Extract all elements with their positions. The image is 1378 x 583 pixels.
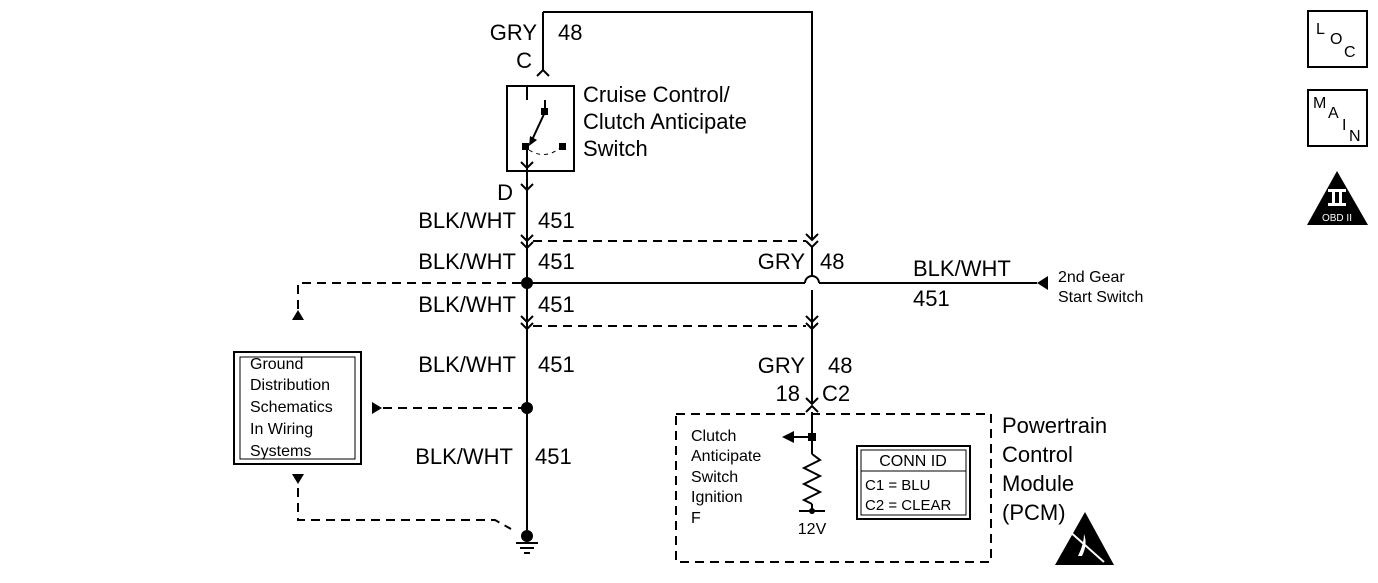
ground-icon bbox=[516, 536, 538, 554]
second-gear-switch-label: Start Switch bbox=[1058, 289, 1143, 306]
loc-icon[interactable]: L O C bbox=[1307, 10, 1368, 68]
svg-text:O: O bbox=[1330, 31, 1342, 48]
svg-text:I: I bbox=[1342, 117, 1346, 134]
ground-distribution-label: In Wiring bbox=[250, 421, 313, 438]
switch-label: Cruise Control/ bbox=[583, 82, 731, 107]
main-icon[interactable]: M A I N bbox=[1307, 89, 1368, 147]
circuit-number-label: 451 bbox=[538, 208, 575, 233]
circuit-number-label: 451 bbox=[535, 444, 572, 469]
pcm-input-label: F bbox=[691, 510, 701, 527]
pcm-input-label: Switch bbox=[691, 469, 738, 486]
circuit-number-label: 451 bbox=[913, 286, 950, 311]
pcm-boundary bbox=[675, 413, 992, 563]
obd-ii-icon[interactable]: OBD II bbox=[1307, 171, 1368, 225]
connector-pin-label: C bbox=[516, 48, 532, 73]
wire-color-label: BLK/WHT bbox=[913, 256, 1011, 281]
conn-id-header: CONN ID bbox=[879, 453, 947, 470]
circuit-number-label: 48 bbox=[820, 249, 844, 274]
ground-distribution-label: Distribution bbox=[250, 377, 330, 394]
svg-text:A: A bbox=[1328, 105, 1339, 122]
second-gear-switch-label: 2nd Gear bbox=[1058, 269, 1125, 286]
svg-text:C: C bbox=[1344, 44, 1356, 61]
circuit-number-label: 451 bbox=[538, 292, 575, 317]
ground-distribution-reference[interactable] bbox=[233, 351, 362, 465]
ground-distribution-label: Ground bbox=[250, 356, 303, 373]
pcm-label: Control bbox=[1002, 442, 1073, 467]
circuit-number-label: 48 bbox=[558, 20, 582, 45]
switch-label: Switch bbox=[583, 136, 648, 161]
wire-color-label: BLK/WHT bbox=[418, 292, 516, 317]
conn-id-row: C2 = CLEAR bbox=[865, 497, 951, 514]
svg-text:OBD II: OBD II bbox=[1322, 213, 1352, 224]
pcm-label: (PCM) bbox=[1002, 500, 1066, 525]
switch-label: Clutch Anticipate bbox=[583, 109, 747, 134]
pcm-input-label: Clutch bbox=[691, 428, 736, 445]
pcm-label: Powertrain bbox=[1002, 413, 1107, 438]
ground-reference-links bbox=[292, 282, 521, 530]
connector-id-label: C2 bbox=[822, 381, 850, 406]
wire-color-label: GRY bbox=[758, 249, 806, 274]
wire-gry-48-top bbox=[536, 11, 813, 240]
conn-id-table bbox=[856, 445, 971, 520]
svg-text:L: L bbox=[1316, 21, 1325, 38]
voltage-label: 12V bbox=[798, 521, 827, 538]
connector-pin-label: D bbox=[497, 180, 513, 205]
wire-gry-48-vertical bbox=[805, 233, 819, 413]
wire-color-label: BLK/WHT bbox=[418, 352, 516, 377]
resistor-icon bbox=[782, 412, 825, 514]
svg-text:M: M bbox=[1313, 95, 1326, 112]
wire-color-label: GRY bbox=[758, 353, 806, 378]
wire-color-label: GRY bbox=[490, 20, 538, 45]
pcm-input-label: Anticipate bbox=[691, 448, 761, 465]
ground-distribution-label: Systems bbox=[250, 443, 311, 460]
wire-blk-wht-451-main bbox=[520, 171, 534, 542]
esd-warning-icon bbox=[1055, 512, 1114, 565]
ground-distribution-label: Schematics bbox=[250, 399, 333, 416]
circuit-number-label: 48 bbox=[828, 353, 852, 378]
cruise-clutch-switch-symbol bbox=[506, 85, 575, 172]
conn-id-row: C1 = BLU bbox=[865, 477, 930, 494]
wire-color-label: BLK/WHT bbox=[418, 208, 516, 233]
pcm-label: Module bbox=[1002, 471, 1074, 496]
wire-color-label: BLK/WHT bbox=[418, 249, 516, 274]
connector-pin-label: 18 bbox=[776, 381, 800, 406]
circuit-number-label: 451 bbox=[538, 352, 575, 377]
circuit-number-label: 451 bbox=[538, 249, 575, 274]
wire-color-label: BLK/WHT bbox=[415, 444, 513, 469]
svg-text:N: N bbox=[1349, 128, 1361, 145]
pcm-input-label: Ignition bbox=[691, 489, 743, 506]
